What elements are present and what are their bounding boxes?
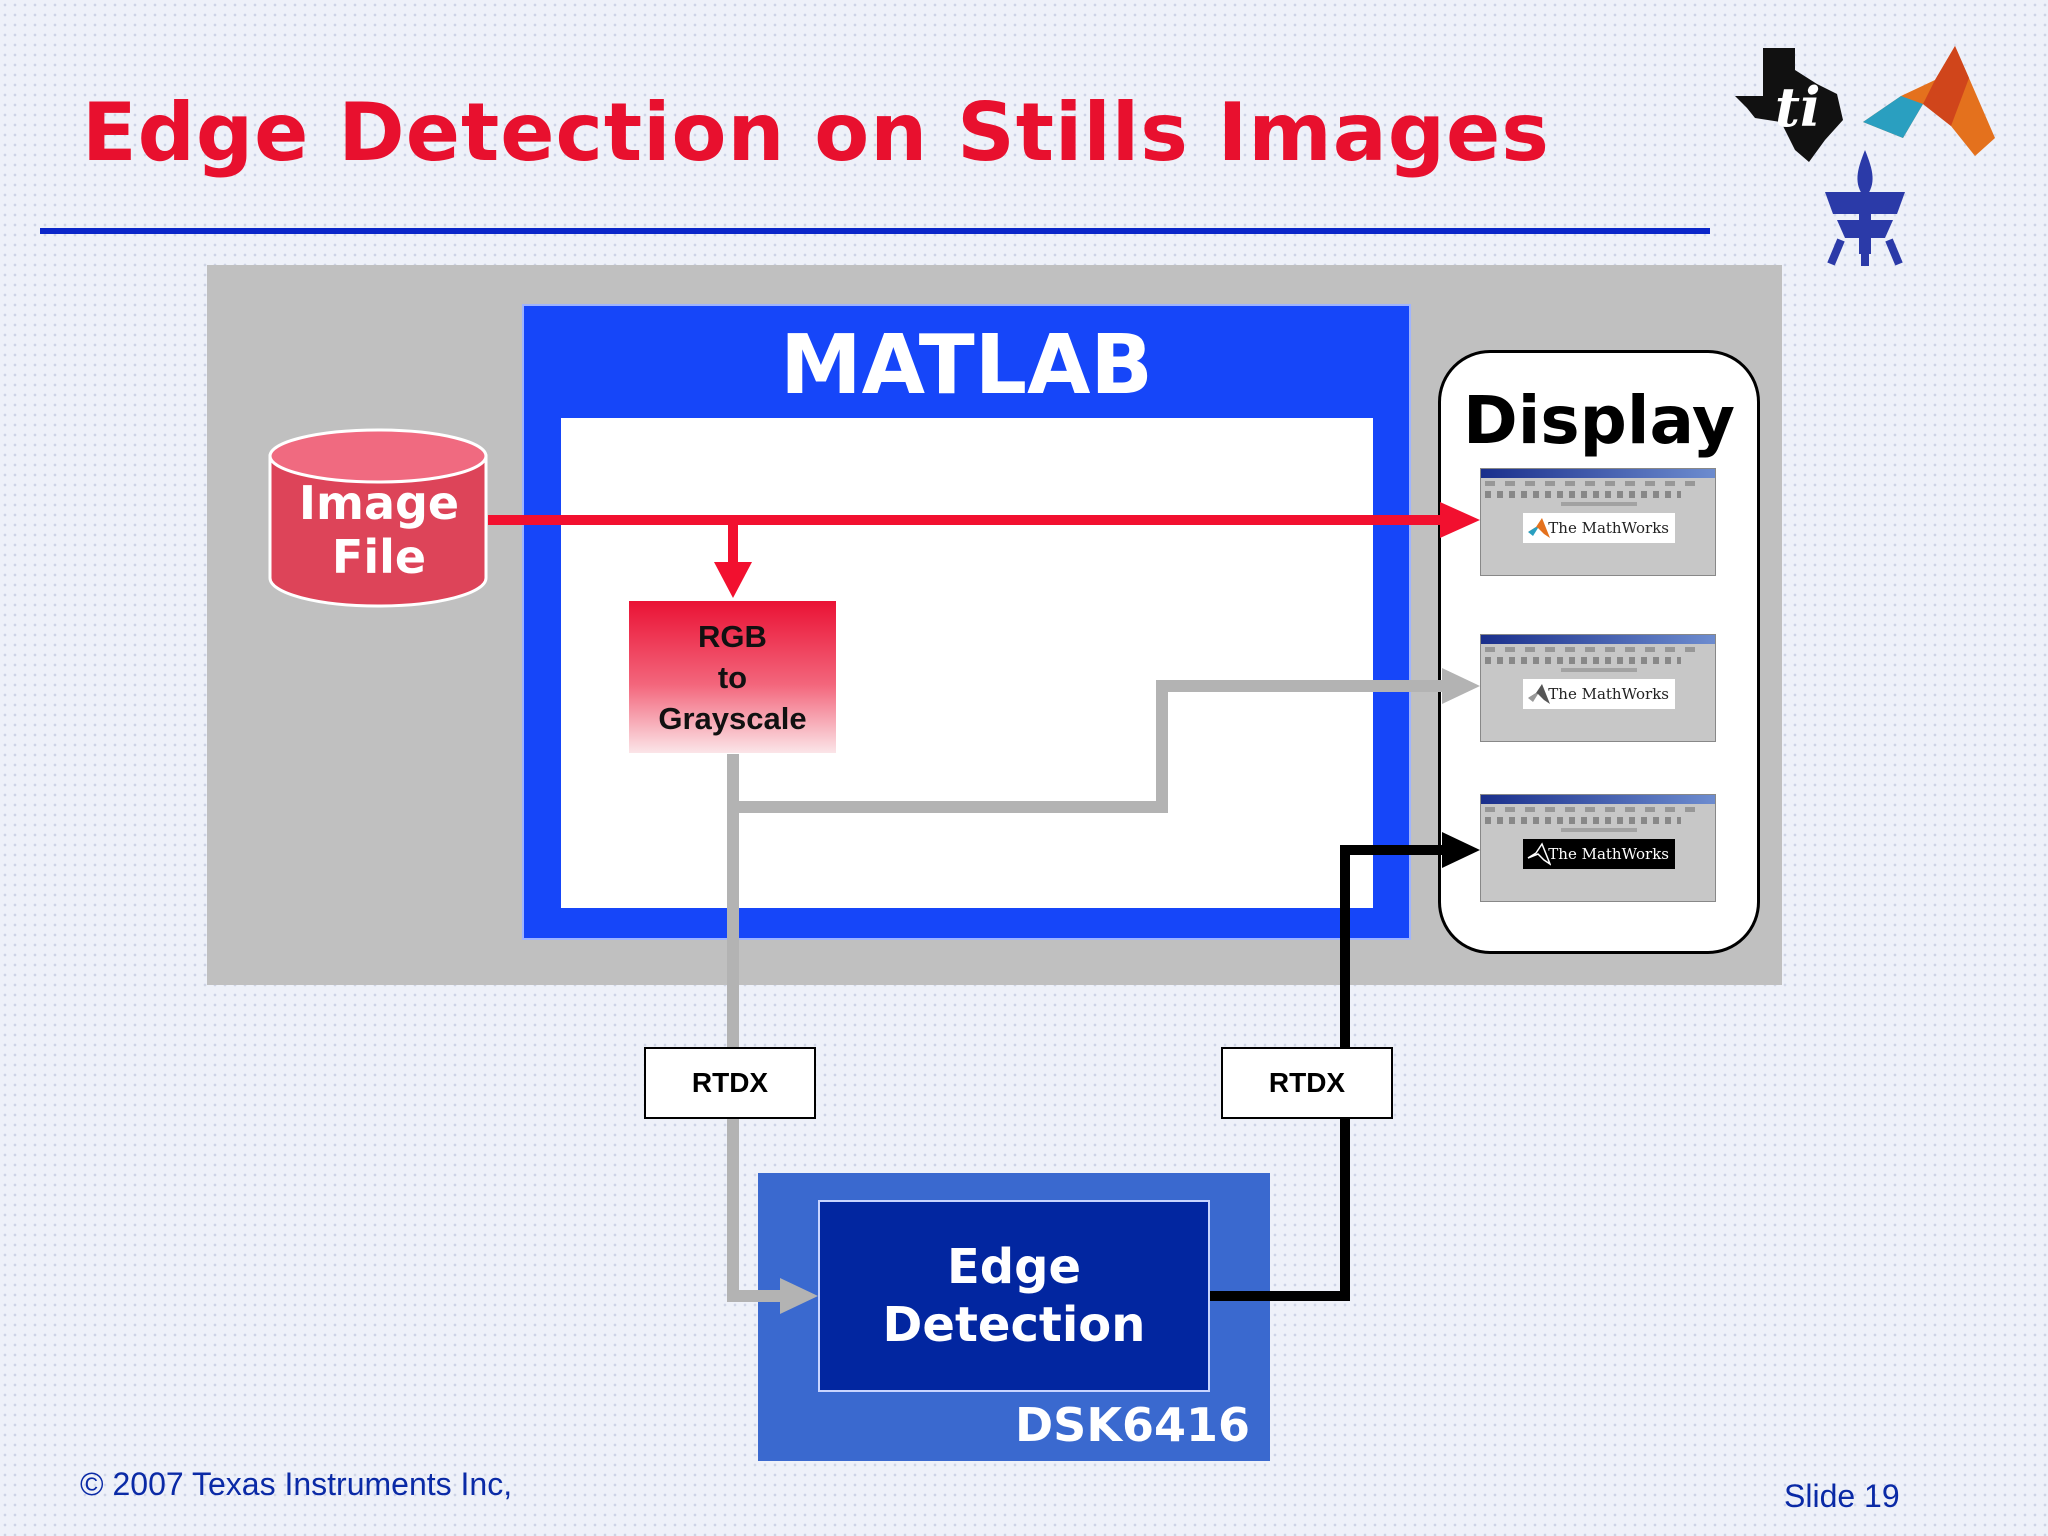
figure-window-grayscale: The MathWorks: [1480, 634, 1716, 742]
dsk6416-label: DSK6416: [1015, 1398, 1250, 1452]
edge-detection-line1: Edge: [946, 1239, 1082, 1295]
copyright-text: © 2007 Texas Instruments Inc,: [80, 1466, 513, 1502]
figure-window-binary: The MathWorks: [1480, 794, 1716, 902]
image-file-connector: [488, 502, 1480, 598]
svg-text:ti: ti: [1775, 75, 1820, 139]
figure-menu-bar: [1485, 481, 1705, 486]
image-file-label-line1: Image: [298, 476, 460, 530]
rgb-label-line3: Grayscale: [658, 700, 807, 736]
edge-detection-line2: Detection: [882, 1297, 1146, 1353]
figure-caption: [1561, 502, 1637, 506]
figure-title-bar: [1481, 469, 1715, 478]
title-divider: [40, 228, 1710, 234]
slide-title: Edge Detection on Stills Images: [82, 86, 1550, 179]
mathworks-logo: The MathWorks: [1523, 839, 1675, 869]
image-file-label-line2: File: [331, 530, 427, 584]
display-label: Display: [1462, 382, 1736, 459]
logo-group: ti: [1735, 46, 1995, 266]
rgb-label-line2: to: [717, 659, 748, 695]
figure-menu-bar: [1485, 807, 1705, 812]
mathworks-logo-text: The MathWorks: [1548, 685, 1669, 703]
mathworks-logo: The MathWorks: [1523, 513, 1675, 543]
edge-detection-block: Edge Detection: [818, 1200, 1210, 1392]
image-file-label: Image File: [268, 476, 490, 584]
matlab-logo-icon: [1528, 518, 1550, 538]
figure-menu-bar: [1485, 647, 1705, 652]
matlab-logo-icon: [1528, 684, 1550, 704]
texas-instruments-logo-icon: ti: [1735, 48, 1843, 162]
matlab-label: MATLAB: [780, 318, 1153, 413]
mathworks-logo-text: The MathWorks: [1548, 845, 1669, 863]
figure-toolbar: [1485, 491, 1681, 498]
mathworks-logo-text: The MathWorks: [1548, 519, 1669, 537]
figure-caption: [1561, 828, 1637, 832]
database-cylinder-icon: [268, 428, 488, 608]
tel-aviv-university-emblem-icon: [1825, 150, 1905, 266]
figure-toolbar: [1485, 817, 1681, 824]
mathworks-logo: The MathWorks: [1523, 679, 1675, 709]
figure-caption: [1561, 668, 1637, 672]
rgb-label-line1: RGB: [698, 618, 767, 654]
figure-toolbar: [1485, 657, 1681, 664]
matlab-membrane-logo-icon: [1863, 46, 1995, 156]
rtdx-right-block: RTDX: [1221, 1047, 1393, 1119]
grayscale-connector: [727, 668, 1480, 1314]
figure-title-bar: [1481, 635, 1715, 644]
figure-title-bar: [1481, 795, 1715, 804]
slide-number: Slide 19: [1784, 1478, 1900, 1514]
figure-window-original-rgb: The MathWorks: [1480, 468, 1716, 576]
rgb-to-grayscale-block: RGB to Grayscale: [629, 601, 836, 753]
rtdx-left-block: RTDX: [644, 1047, 816, 1119]
matlab-logo-icon: [1527, 842, 1551, 866]
